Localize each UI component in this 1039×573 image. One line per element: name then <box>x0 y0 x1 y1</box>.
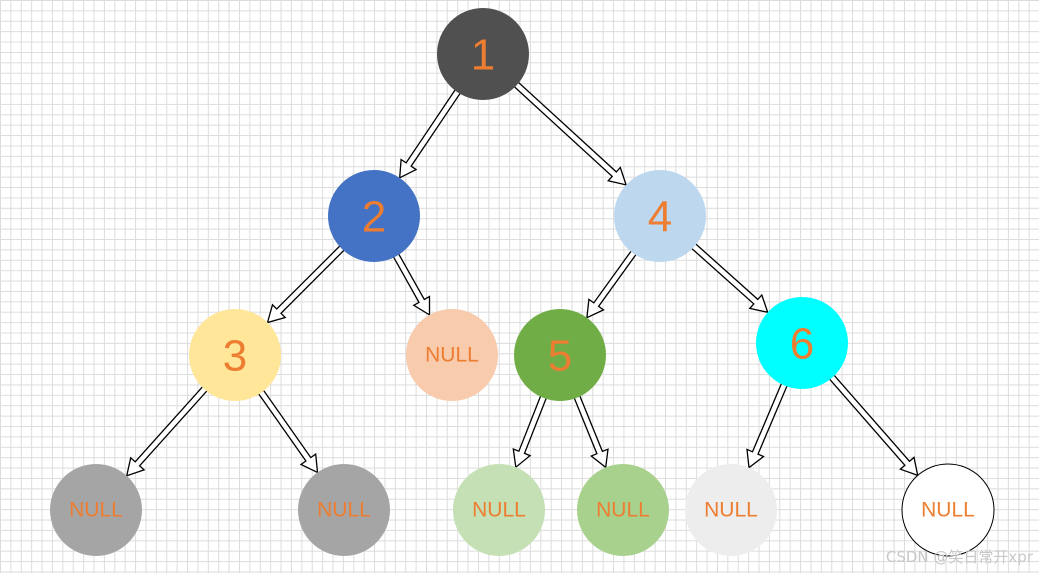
edge-arrow-n2-n2r <box>392 252 431 317</box>
node-circle <box>756 297 848 389</box>
edge-arrow-n1-n2 <box>398 87 462 179</box>
node-circle <box>901 463 995 557</box>
tree-node-n5l: NULL <box>453 464 545 556</box>
node-label: 1 <box>471 31 495 80</box>
node-label: 5 <box>548 332 572 381</box>
node-label: 6 <box>790 320 814 369</box>
node-label: NULL <box>472 499 526 522</box>
tree-node-n1: 1 <box>437 8 529 100</box>
tree-node-n3l: NULL <box>50 464 142 556</box>
edge-arrow-n6-n6l <box>746 381 789 469</box>
watermark: CSDN @笑日常开xpr <box>885 548 1033 566</box>
node-label: NULL <box>921 499 975 522</box>
node-label: NULL <box>425 344 479 367</box>
node-label: NULL <box>317 499 371 522</box>
edge-arrow-n3-n3l <box>125 384 209 477</box>
tree-node-n6l: NULL <box>685 464 777 556</box>
node-label: 2 <box>362 193 386 242</box>
node-circle <box>50 464 142 556</box>
tree-node-n3r: NULL <box>298 464 390 556</box>
edge-arrow-n2-n3 <box>266 244 346 324</box>
node-circle <box>406 309 498 401</box>
node-circle <box>298 464 390 556</box>
node-circle <box>189 309 281 401</box>
node-circle <box>614 170 706 262</box>
tree-node-n4: 4 <box>614 170 706 262</box>
node-label: NULL <box>704 499 758 522</box>
tree-node-n6: 6 <box>756 297 848 389</box>
node-circle <box>453 464 545 556</box>
node-circle <box>685 464 777 556</box>
edge-arrow-n1-n4 <box>512 80 628 186</box>
edge-arrow-n5-n5l <box>512 393 548 469</box>
node-circle <box>577 464 669 556</box>
node-label: NULL <box>69 499 123 522</box>
tree-node-n2: 2 <box>328 170 420 262</box>
edge-arrow-n3-n3r <box>256 388 319 474</box>
node-circle <box>328 170 420 262</box>
edge-arrow-n4-n6 <box>689 242 769 314</box>
edge-arrow-n6-n6r <box>827 373 919 477</box>
tree-node-n5r: NULL <box>577 464 669 556</box>
node-label: 3 <box>223 332 247 381</box>
node-circle <box>514 309 606 401</box>
node-label: 4 <box>648 193 672 242</box>
node-circle <box>437 8 529 100</box>
tree-node-n2r: NULL <box>406 309 498 401</box>
edge-arrow-n5-n5r <box>572 393 609 469</box>
edge-arrow-n4-n5 <box>586 249 638 319</box>
tree-node-n5: 5 <box>514 309 606 401</box>
node-label: NULL <box>596 499 650 522</box>
edges-layer <box>125 80 919 477</box>
tree-node-n6r: NULL <box>901 463 995 557</box>
tree-node-n3: 3 <box>189 309 281 401</box>
